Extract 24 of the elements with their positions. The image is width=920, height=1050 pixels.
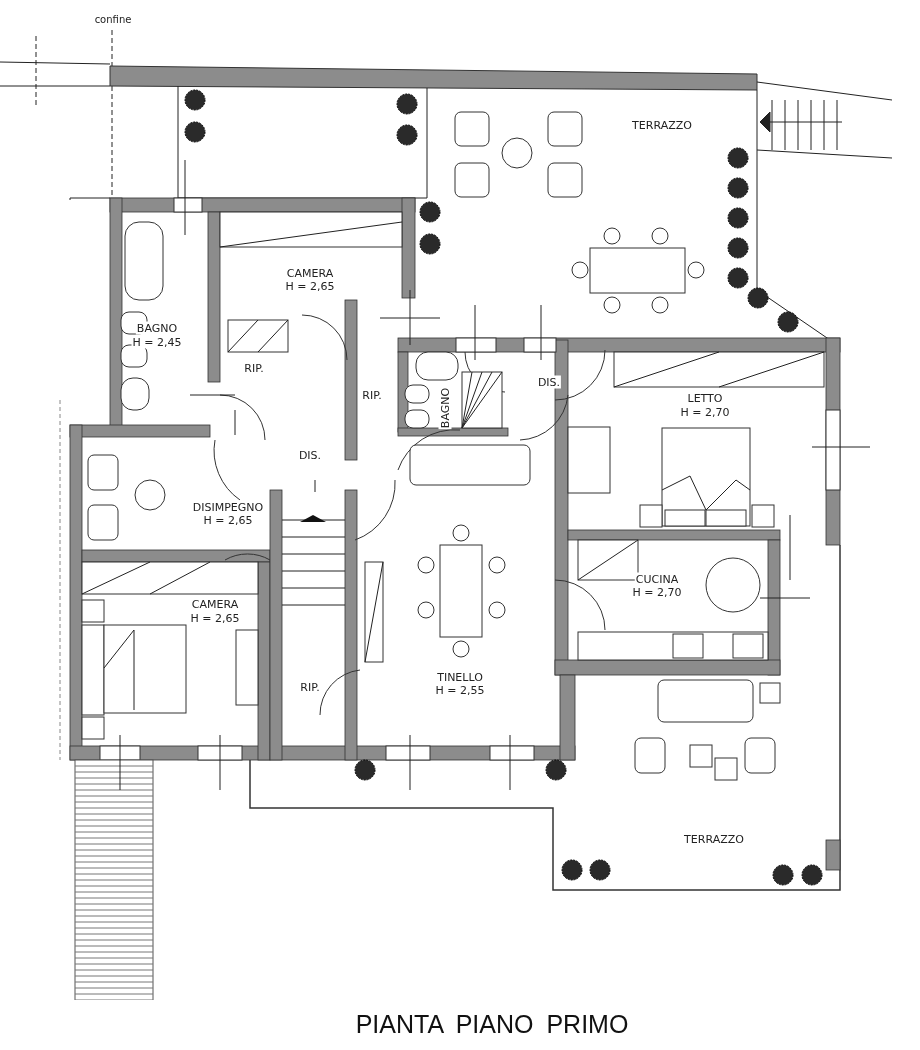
room-label: RIP. [361,388,383,402]
room-label: LETTO [686,391,724,405]
ceiling-height: H = 2,70 [679,405,731,419]
room-label: CAMERA [285,266,335,280]
room-label: TINELLO [436,670,484,684]
room-label: RIP. [299,680,321,694]
room-label: CAMERA [190,597,240,611]
boundary-label: confine [93,12,133,26]
room-label: DISIMPEGNO [191,500,265,514]
room-label: BAGNO [438,386,452,430]
room-label: TERRAZZO [631,118,693,132]
ceiling-height: H = 2,45 [131,335,183,349]
ceiling-height: H = 2,55 [434,683,486,697]
room-label: BAGNO [135,321,179,335]
room-label: DIS. [297,448,323,462]
room-label: RIP. [243,361,265,375]
ceiling-height: H = 2,65 [284,279,336,293]
ceiling-height: H = 2,65 [189,611,241,625]
ceiling-height: H = 2,65 [202,513,254,527]
room-label: TERRAZZO [683,832,745,846]
room-label: DIS. [536,375,562,389]
ceiling-height: H = 2,70 [631,585,683,599]
plan-title: PIANTA PIANO PRIMO [355,1009,629,1039]
room-label: CUCINA [634,572,680,586]
